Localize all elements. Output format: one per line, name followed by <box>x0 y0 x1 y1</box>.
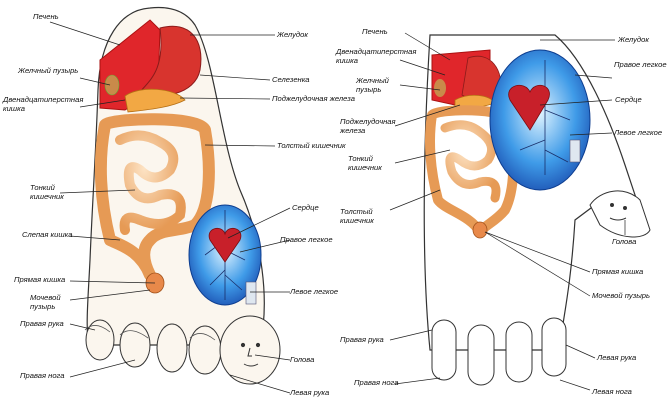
hand-lung <box>489 49 591 191</box>
foot-label-rectum: Прямая кишка <box>14 275 66 284</box>
foot-toe-hand-sketch <box>84 325 216 341</box>
foot-label-pancreas: Поджелудочная железа <box>272 94 355 103</box>
hand-label-head: Голова <box>612 237 637 246</box>
foot-small-intestine <box>115 130 186 235</box>
hand-label-gallbladder: Желчный пузырь <box>356 76 389 94</box>
foot-heart <box>208 227 242 263</box>
hand-label-left-arm: Левая рука <box>597 353 637 362</box>
foot-label-left-lung: Левое легкое <box>290 287 339 296</box>
foot-label-liver: Печень <box>33 12 59 21</box>
hand-label-rectum: Прямая кишка <box>592 267 644 276</box>
hand-label-left-leg: Левая нога <box>592 387 632 396</box>
hand-label-stomach: Желудок <box>618 35 649 44</box>
hand-fingers <box>431 190 651 386</box>
foot-label-stomach: Желудок <box>277 30 308 39</box>
foot-leader-lines <box>49 21 291 394</box>
head-face-icon <box>240 342 261 367</box>
foot-label-cecum: Слепая кишка <box>22 230 73 239</box>
hand-label-liver: Печень <box>362 27 388 36</box>
foot-gallbladder <box>104 74 120 96</box>
hand-head-face-icon <box>609 203 627 221</box>
foot-figure <box>84 6 281 385</box>
foot-trachea <box>245 281 257 305</box>
hand-label-small-intestine: Тонкий кишечник <box>348 154 382 172</box>
hand-label-right-arm: Правая рука <box>340 335 384 344</box>
hand-label-colon: Толстый кишечник <box>340 207 374 225</box>
foot-label-bladder: Мочевой пузырь <box>30 293 61 311</box>
foot-label-spleen: Селезенка <box>272 75 310 84</box>
hand-label-pancreas: Поджелудочная железа <box>340 117 396 135</box>
hand-label-heart: Сердце <box>615 95 642 104</box>
foot-label-colon: Толстый кишечник <box>277 141 346 150</box>
hand-label-left-lung: Левое легкое <box>614 128 663 137</box>
foot-label-duodenum: Двенадцатиперстная кишка <box>3 95 84 113</box>
hand-rectum <box>472 221 488 239</box>
foot-label-left-arm: Левая рука <box>290 388 330 397</box>
foot-pancreas <box>124 88 186 113</box>
foot-label-right-leg: Правая нога <box>20 371 65 380</box>
foot-colon <box>94 113 215 281</box>
hand-gallbladder <box>434 79 446 97</box>
foot-label-right-arm: Правая рука <box>20 319 64 328</box>
hand-leader-lines <box>389 32 626 391</box>
hand-figure <box>423 34 651 386</box>
hand-label-right-leg: Правая нога <box>354 378 399 387</box>
hand-label-right-lung: Правое легкое <box>614 60 667 69</box>
foot-label-gallbladder: Желчный пузырь <box>18 66 79 75</box>
foot-label-small-intestine: Тонкий кишечник <box>30 183 64 201</box>
foot-label-heart: Сердце <box>292 203 319 212</box>
hand-label-bladder: Мочевой пузырь <box>592 291 651 300</box>
foot-label-right-lung: Правое легкое <box>280 235 333 244</box>
hand-trachea <box>569 139 581 163</box>
foot-toes <box>85 315 281 385</box>
hand-heart <box>508 84 550 131</box>
foot-stomach <box>139 25 202 97</box>
foot-label-head: Голова <box>290 355 315 364</box>
hand-label-duodenum: Двенадцатиперстная кишка <box>336 47 417 65</box>
hand-small-intestine <box>440 120 501 203</box>
